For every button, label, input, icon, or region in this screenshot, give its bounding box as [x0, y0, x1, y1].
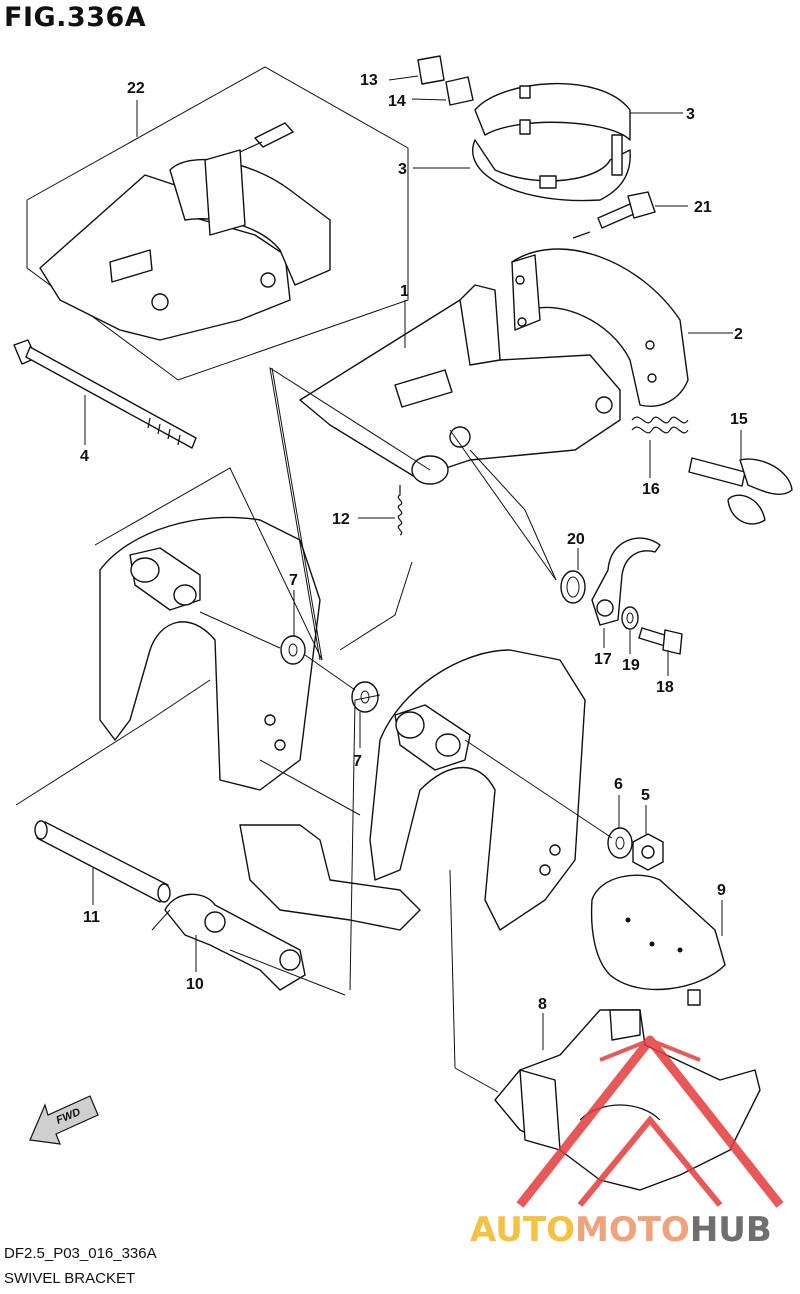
- part-6-washer: [607, 827, 633, 859]
- callout-22: 22: [127, 80, 145, 97]
- part-11-shaft: [34, 820, 171, 903]
- part-15-thumb-screw: [688, 457, 793, 525]
- callout-18: 18: [656, 679, 674, 696]
- fwd-direction-arrow: FWD: [29, 1095, 99, 1145]
- callout-16: 16: [642, 481, 660, 498]
- part-8-lower-bracket: [494, 1009, 761, 1191]
- callout-6: 6: [614, 776, 623, 793]
- section-title: SWIVEL BRACKET: [4, 1270, 136, 1287]
- part-14-pad: [445, 76, 474, 106]
- part-7-washer-upper: [280, 635, 306, 665]
- part-4-through-bolt: [13, 339, 197, 449]
- part-12-spring: [397, 485, 403, 536]
- watermark-logo-triangle: [516, 1035, 784, 1208]
- right-stern-bracket: [369, 649, 586, 931]
- part-17-tilt-lever: [591, 537, 661, 626]
- leader-lines: [84, 75, 742, 1050]
- callout-7-upper: 7: [289, 572, 298, 589]
- watermark-text: AUTOMOTOHUB: [470, 1210, 772, 1250]
- callout-19: 19: [622, 657, 640, 674]
- part-9-clamp-band: [590, 874, 726, 1006]
- assembly-box-22: [26, 66, 409, 381]
- callout-21: 21: [694, 199, 712, 216]
- figure-title: FIG.336A: [4, 2, 147, 33]
- callout-17: 17: [594, 651, 612, 668]
- part-21-bolt: [572, 191, 656, 239]
- callout-14: 14: [388, 93, 406, 110]
- part-22-clamp-bracket: [39, 122, 331, 341]
- part-2-clamp: [511, 248, 689, 407]
- watermark-part-auto: AUTO: [470, 1210, 575, 1250]
- part-5-nut: [632, 833, 664, 871]
- callout-1: 1: [400, 283, 409, 300]
- callout-15: 15: [730, 411, 748, 428]
- callout-12: 12: [332, 511, 350, 528]
- callout-20: 20: [567, 531, 585, 548]
- callout-10: 10: [186, 976, 204, 993]
- callout-8: 8: [538, 996, 547, 1013]
- diagram-code: DF2.5_P03_016_336A: [4, 1245, 157, 1262]
- part-1-swivel-bracket: [299, 284, 621, 485]
- callout-labels: 22 13 14 3 3 21 1 2 15 4 16 12 20 7 17 1…: [80, 72, 748, 1013]
- callout-2: 2: [734, 326, 743, 343]
- left-stern-bracket: [99, 516, 321, 791]
- callout-13: 13: [360, 72, 378, 89]
- assembly-guide-lines: [15, 366, 613, 1093]
- part-20-clip: [560, 570, 586, 604]
- callout-7-lower: 7: [353, 753, 362, 770]
- callout-4: 4: [80, 448, 89, 465]
- part-7-washer-lower: [351, 681, 379, 713]
- callout-3-upper: 3: [686, 106, 695, 123]
- part-19-washer: [621, 606, 639, 630]
- watermark-part-hub: HUB: [689, 1210, 772, 1250]
- part-18-bolt: [638, 627, 683, 655]
- part-13-pad: [417, 55, 445, 85]
- callout-9: 9: [717, 882, 726, 899]
- part-3-liner: [472, 83, 631, 202]
- part-16-spring: [631, 416, 689, 434]
- callout-3-lower: 3: [398, 161, 407, 178]
- callout-5: 5: [641, 787, 650, 804]
- callout-11: 11: [83, 909, 100, 926]
- watermark-part-moto: MOTO: [574, 1210, 690, 1250]
